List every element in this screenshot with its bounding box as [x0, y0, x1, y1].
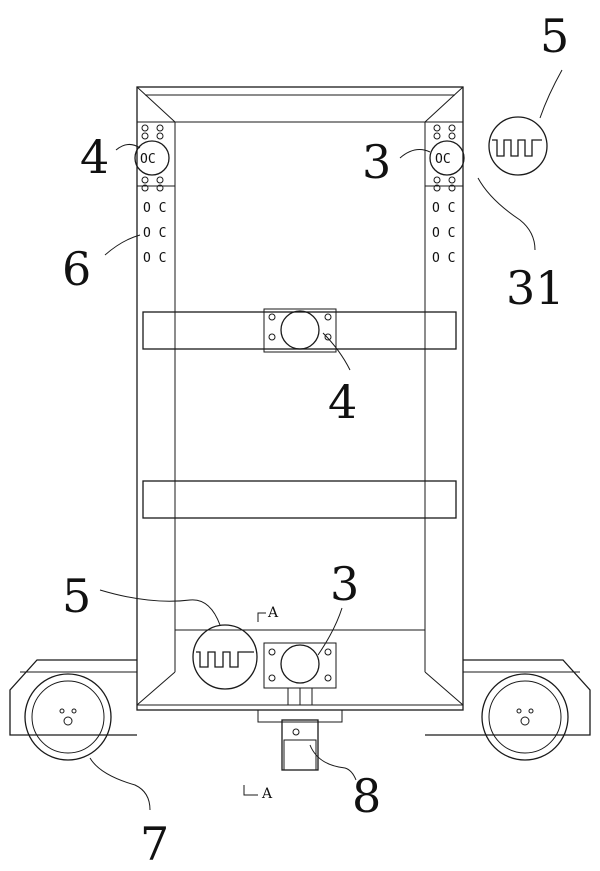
leader-lines	[89, 69, 563, 811]
section-mark-top: A	[257, 605, 279, 622]
mount-plate-top-left: OC	[134, 121, 176, 192]
label-4-middle: 4	[328, 375, 357, 429]
slot-column-right: O C O C O C	[432, 201, 455, 266]
slot-column-left: O C O C O C	[143, 201, 166, 266]
label-6: 6	[62, 242, 91, 296]
mount-plate-top-right: OC	[424, 121, 465, 192]
label-8: 8	[352, 769, 381, 823]
label-3-top: 3	[362, 135, 391, 189]
svg-text:O C: O C	[143, 226, 166, 241]
svg-text:O C: O C	[143, 201, 166, 216]
crossbar-upper	[142, 311, 457, 350]
bearing-block-bottom	[263, 642, 337, 706]
svg-text:A: A	[267, 605, 279, 621]
svg-text:OC: OC	[435, 152, 451, 167]
svg-text:O C: O C	[432, 251, 455, 266]
detail-callout-top	[488, 116, 548, 176]
wheel-right	[481, 673, 569, 761]
reference-numerals: 4 3 5 6 31 4 5 3 7 8	[62, 9, 569, 871]
wheel-housing-left	[9, 659, 137, 736]
wheel-left	[24, 673, 112, 761]
svg-text:O C: O C	[432, 201, 455, 216]
svg-text:O C: O C	[432, 226, 455, 241]
label-5-bottom: 5	[62, 569, 91, 623]
section-mark-bottom: A	[243, 785, 273, 802]
svg-text:A: A	[261, 786, 273, 802]
label-31: 31	[506, 261, 565, 315]
wheel-housing-right	[425, 659, 591, 736]
detail-callout-bottom	[192, 624, 258, 690]
main-frame	[136, 86, 464, 711]
drive-unit	[257, 709, 343, 771]
svg-text:O C: O C	[143, 251, 166, 266]
label-5-top: 5	[540, 9, 569, 63]
label-7: 7	[140, 817, 169, 871]
bearing-block-middle	[263, 308, 337, 353]
crossbar-lower	[142, 480, 457, 519]
label-3-bottom: 3	[330, 557, 359, 611]
label-4-top: 4	[80, 130, 109, 184]
svg-text:OC: OC	[140, 152, 156, 167]
